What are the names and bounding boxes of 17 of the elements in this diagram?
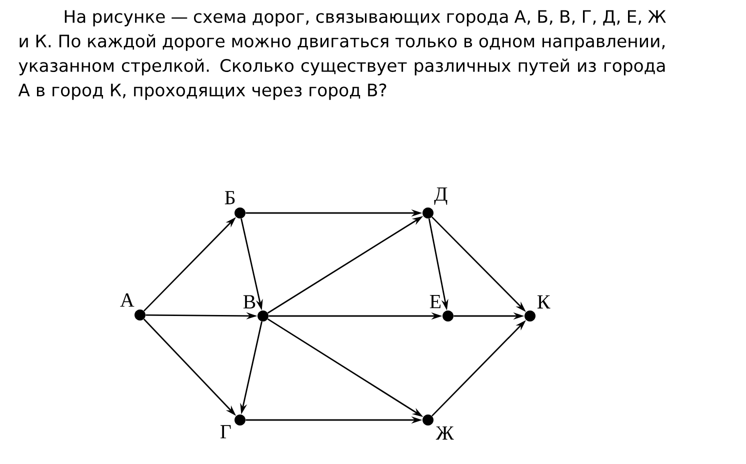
city-point: Е	[430, 295, 454, 322]
city-point: Г	[220, 414, 246, 438]
problem-text: На рисунке — схема дорог, связывающих города А, Б, В, Г, Д, Е, Ж и К. По каждой дороге можно двигаться только в одном направлении, указанном стрелкой. Сколько существует различных путей из города А в город К, проходящих через город В?	[18, 10, 666, 100]
city-point: К	[524, 295, 550, 322]
city-point: А	[120, 293, 146, 320]
node-label: Д	[434, 188, 448, 205]
node-label: Б	[224, 191, 235, 204]
node-label: Г	[220, 425, 231, 438]
city-point: Д	[422, 188, 448, 218]
node-label: В	[243, 295, 256, 308]
city-point: В	[243, 295, 268, 322]
node-label: К	[537, 295, 550, 308]
node-label: Ж	[436, 426, 454, 440]
city-point: Б	[224, 191, 246, 218]
city-point: Ж	[422, 414, 454, 440]
node-label: А	[120, 293, 134, 307]
node-label: Е	[430, 295, 441, 308]
